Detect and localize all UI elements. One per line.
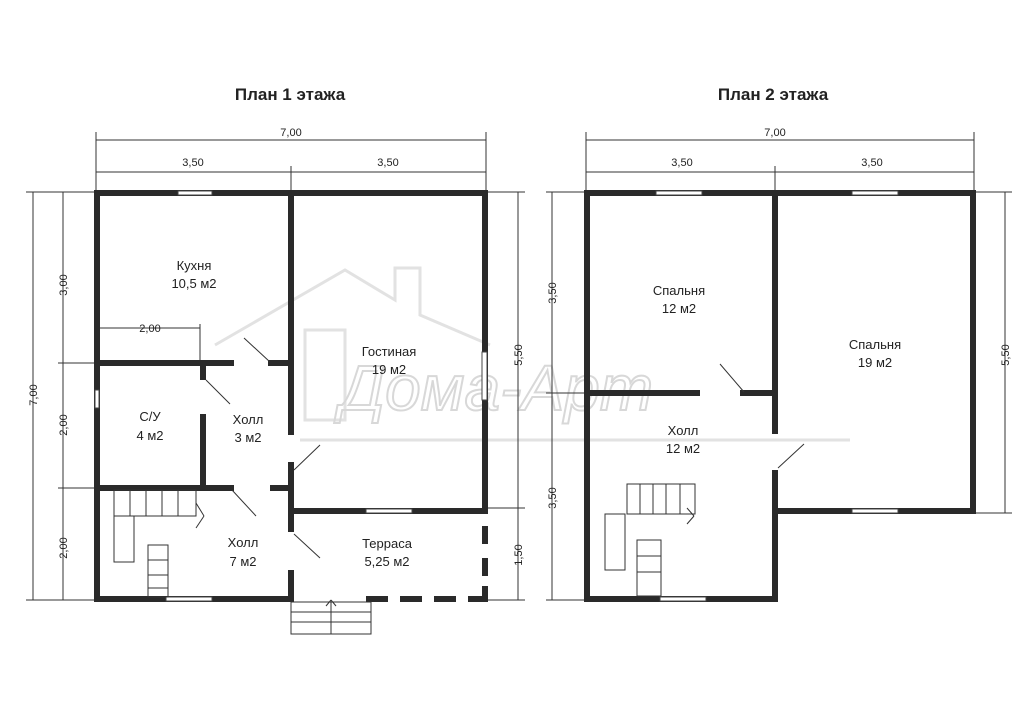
plan2-title: План 2 этажа bbox=[718, 85, 829, 104]
plan2-dim-top-left: 3,50 bbox=[671, 157, 692, 169]
plan1-dim-right-b: 1,50 bbox=[513, 544, 525, 565]
plan1-room-hall-small: Холл 3 м2 bbox=[233, 412, 264, 445]
plan1-dim-right-a: 5,50 bbox=[513, 344, 525, 365]
room-area: 4 м2 bbox=[136, 428, 163, 443]
watermark-text: Дома-Арт bbox=[334, 352, 653, 424]
room-name: Холл bbox=[668, 423, 699, 438]
room-name: С/У bbox=[139, 409, 161, 424]
room-name: Холл bbox=[233, 412, 264, 427]
room-area: 19 м2 bbox=[858, 355, 892, 370]
plan2-doors bbox=[719, 363, 805, 469]
room-area: 10,5 м2 bbox=[171, 276, 216, 291]
plan1-dim-top-right: 3,50 bbox=[377, 157, 398, 169]
plan1-room-hall: Холл 7 м2 bbox=[228, 535, 259, 569]
plan2-stairs bbox=[604, 483, 696, 597]
watermark: Дома-Арт bbox=[214, 266, 850, 442]
plan1-entrance-steps bbox=[290, 599, 372, 635]
plan1-dim-left-c: 2,00 bbox=[58, 537, 70, 558]
plan1-doors bbox=[205, 337, 321, 559]
plan1-room-living: Гостиная 19 м2 bbox=[362, 344, 417, 377]
room-area: 7 м2 bbox=[229, 554, 256, 569]
plan1-room-bathroom: С/У 4 м2 bbox=[136, 409, 163, 443]
room-area: 19 м2 bbox=[372, 362, 406, 377]
plan1-dim-left-total: 7,00 bbox=[28, 384, 40, 405]
plan1-dim-inner: 2,00 bbox=[139, 323, 160, 335]
plan1-windows bbox=[94, 190, 488, 602]
plan2-dimensions: 7,00 3,50 3,50 3,50 3,50 5,50 bbox=[546, 127, 1012, 601]
plan2-dim-top-right: 3,50 bbox=[861, 157, 882, 169]
plan1-stairs bbox=[113, 489, 205, 598]
plan1-dim-top-total: 7,00 bbox=[280, 127, 301, 139]
room-area: 12 м2 bbox=[666, 441, 700, 456]
plan2-room-bedroom-large: Спальня 19 м2 bbox=[849, 337, 901, 370]
room-name: Терраса bbox=[362, 536, 413, 551]
room-name: Спальня bbox=[849, 337, 901, 352]
room-name: Спальня bbox=[653, 283, 705, 298]
room-name: Гостиная bbox=[362, 344, 417, 359]
plan1-room-terrace: Терраса 5,25 м2 bbox=[362, 536, 413, 569]
room-area: 12 м2 bbox=[662, 301, 696, 316]
plan2-dim-right-a: 5,50 bbox=[1000, 344, 1012, 365]
plan2-room-bedroom-small: Спальня 12 м2 bbox=[653, 283, 705, 316]
plan2-windows bbox=[655, 190, 899, 602]
plan1-dim-top-left: 3,50 bbox=[182, 157, 203, 169]
plan1-dim-left-b: 2,00 bbox=[58, 414, 70, 435]
plan2-room-hall: Холл 12 м2 bbox=[666, 423, 700, 456]
plan1-room-kitchen: Кухня 10,5 м2 bbox=[171, 258, 216, 291]
plan1-title: План 1 этажа bbox=[235, 85, 346, 104]
plan1-dimensions: 7,00 3,50 3,50 7,00 3,00 2,00 2,00 5,50 … bbox=[26, 127, 525, 601]
plan1-dim-left-a: 3,00 bbox=[58, 274, 70, 295]
room-name: Кухня bbox=[177, 258, 212, 273]
plan2-dim-left-b: 3,50 bbox=[547, 487, 559, 508]
room-area: 3 м2 bbox=[234, 430, 261, 445]
room-area: 5,25 м2 bbox=[364, 554, 409, 569]
room-name: Холл bbox=[228, 535, 259, 550]
plan2-dim-top-total: 7,00 bbox=[764, 127, 785, 139]
plan2-dim-left-a: 3,50 bbox=[547, 282, 559, 303]
